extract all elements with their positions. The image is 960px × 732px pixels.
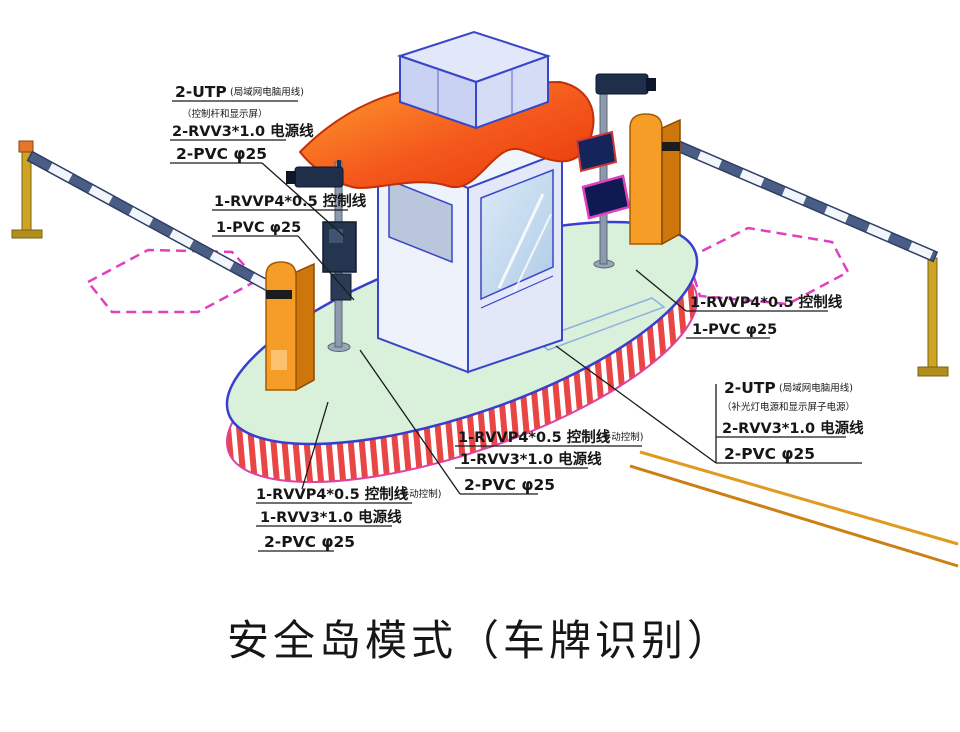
left-barrier-gate <box>11 140 315 392</box>
cable-label: 2-RVV3*1.0 电源线 <box>722 419 864 437</box>
cable-label: 2-PVC φ25 <box>176 145 267 163</box>
cabinet-label-plate <box>271 350 287 370</box>
barrier-cabinet-side <box>295 262 315 392</box>
right-barrier-gate <box>629 113 949 377</box>
cable-label: 2-PVC φ25 <box>724 445 815 463</box>
cable-label: 1-RVVP4*0.5 控制线 <box>458 428 611 446</box>
camera-lens-icon <box>646 78 656 91</box>
cable-label: 1-RVV3*1.0 电源线 <box>460 450 602 468</box>
cable-label: 2-PVC φ25 <box>464 476 555 494</box>
cable-label: 2-RVV3*1.0 电源线 <box>172 122 314 140</box>
arm-end-post-base <box>917 366 949 377</box>
led-display <box>581 174 631 220</box>
leader-lines <box>170 100 862 552</box>
lpr-camera-icon <box>294 166 344 188</box>
barrier-cabinet-side <box>661 118 681 246</box>
barrier-cabinet-front <box>629 113 663 245</box>
control-box-panel <box>329 229 343 243</box>
window-reflection <box>497 193 545 289</box>
barrier-arm <box>675 140 939 263</box>
arm-end-post-base <box>11 229 43 239</box>
pole <box>599 85 608 265</box>
left-camera-pole <box>286 160 357 352</box>
diagram-title: 安全岛模式（车牌识别） <box>227 616 733 665</box>
cable-label: 1-RVVP4*0.5 控制线 <box>214 192 367 210</box>
parking-spot-left <box>86 248 261 314</box>
arm-end-post <box>927 257 938 371</box>
window-reflection <box>513 213 552 293</box>
label-right-mid: 1-RVVP4*0.5 控制线 1-PVC φ25 <box>690 293 843 338</box>
lpr-camera-icon <box>595 73 649 95</box>
cable-label-note: （控制杆和显示屏） <box>182 108 268 120</box>
arm-end-cap <box>18 140 34 153</box>
camera-lens-icon <box>286 171 296 184</box>
cable-label: 1-PVC φ25 <box>692 322 777 338</box>
cable-label: 2-UTP <box>724 379 776 397</box>
fill-light-panel <box>575 130 618 173</box>
label-center-bottom: 1-RVVP4*0.5 控制线 (手动控制) 1-RVV3*1.0 电源线 2-… <box>458 428 643 494</box>
cable-label: 1-PVC φ25 <box>216 220 301 236</box>
junction-box <box>330 273 352 301</box>
arm-hinge-slot <box>662 142 680 151</box>
cable-label: 1-RVVP4*0.5 控制线 <box>256 485 409 503</box>
cable-label: 1-RVVP4*0.5 控制线 <box>690 293 843 311</box>
cable-label-note: (局域网电脑用线) <box>779 382 853 394</box>
label-left-mid: 1-RVVP4*0.5 控制线 1-PVC φ25 <box>214 192 367 236</box>
label-top-left: 2-UTP (局域网电脑用线) （控制杆和显示屏） 2-RVV3*1.0 电源线… <box>172 83 314 163</box>
label-right-lower: 2-UTP (局域网电脑用线) （补光灯电源和显示屏子电源） 2-RVV3*1.… <box>722 379 864 463</box>
cable-label-note: (局域网电脑用线) <box>230 86 304 98</box>
label-bottom-left: 1-RVVP4*0.5 控制线 (手动控制) 1-RVV3*1.0 电源线 2-… <box>256 485 441 551</box>
cable-label-note: （补光灯电源和显示屏子电源） <box>722 401 855 413</box>
cable-label-note: (手动控制) <box>598 431 643 443</box>
booth-right-window <box>480 168 554 301</box>
barrier-cabinet-front <box>265 261 297 391</box>
cable-label: 2-PVC φ25 <box>264 533 355 551</box>
window-sill <box>480 275 554 309</box>
cable-label-note: (手动控制) <box>396 488 441 500</box>
right-camera-pole <box>575 73 656 269</box>
booth-left-window <box>388 178 453 264</box>
booth-cab <box>396 30 552 130</box>
arm-hinge-slot <box>266 290 292 299</box>
cable-run <box>629 450 959 568</box>
parking-spot-right <box>686 226 850 306</box>
cable-label: 1-RVV3*1.0 电源线 <box>260 508 402 526</box>
cable-label: 2-UTP <box>175 83 227 101</box>
